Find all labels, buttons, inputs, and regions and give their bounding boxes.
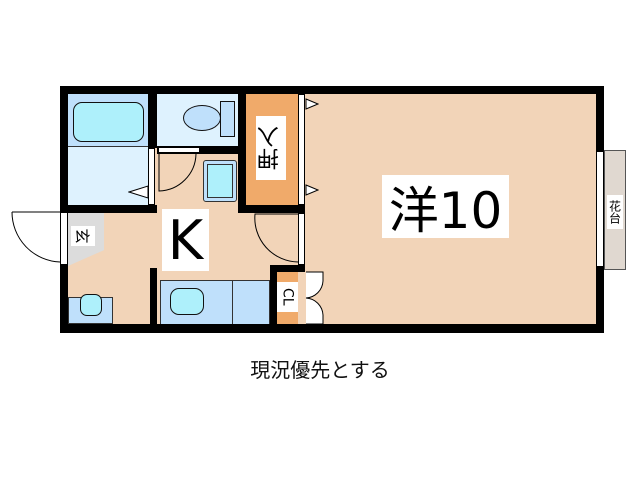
outer-wall-left-top [60, 86, 68, 213]
toilet-door[interactable] [158, 147, 200, 153]
room-wall-lower [298, 265, 305, 272]
sliding-arrow-icon [305, 98, 319, 110]
outer-wall-bottom [60, 324, 604, 333]
outer-wall-top [60, 86, 604, 94]
entrance-door-swing-icon [11, 211, 61, 263]
closet-wall [270, 265, 300, 272]
oshiire-wall-bottom [238, 205, 305, 213]
toilet-tank-icon [220, 101, 235, 137]
room-door-swing-icon [254, 213, 299, 263]
western-room-label: 洋10 [382, 175, 509, 240]
outer-wall-left-bottom [60, 265, 68, 333]
room-door[interactable] [298, 213, 305, 265]
flower-stand-label: 花台 [607, 195, 623, 229]
sliding-arrow-icon [305, 184, 319, 196]
toilet-door-swing-icon [158, 153, 197, 192]
door-swing-icon [128, 185, 149, 199]
closet-door-swing-icon[interactable] [305, 271, 327, 325]
entrance-label: 玄 [71, 226, 95, 246]
closet-side-wall [270, 265, 277, 326]
outer-wall-right-bottom [596, 266, 604, 333]
sink-icon [170, 288, 204, 315]
counter-divider [232, 280, 233, 325]
bath-door[interactable] [148, 148, 155, 205]
fridge-icon [80, 294, 102, 316]
kitchen-label: K [162, 209, 209, 272]
washer-inner [207, 164, 233, 198]
outer-wall-right-top [596, 86, 604, 152]
closet-label: CL [277, 282, 298, 312]
bath-wall-right [148, 94, 157, 148]
oshiire-label: 押入 [256, 116, 286, 180]
caption-note: 現況優先とする [250, 358, 390, 382]
bathtub-icon [73, 102, 144, 142]
oshiire-wall-left [238, 94, 246, 213]
toilet-bottom-wall [157, 146, 246, 154]
oshiire-sliding-door[interactable] [298, 94, 305, 205]
balcony-window[interactable] [596, 152, 604, 266]
kitchen-partition-wall [150, 268, 157, 326]
bath-wall-bottom [68, 205, 157, 213]
toilet-bowl-icon [183, 105, 221, 131]
